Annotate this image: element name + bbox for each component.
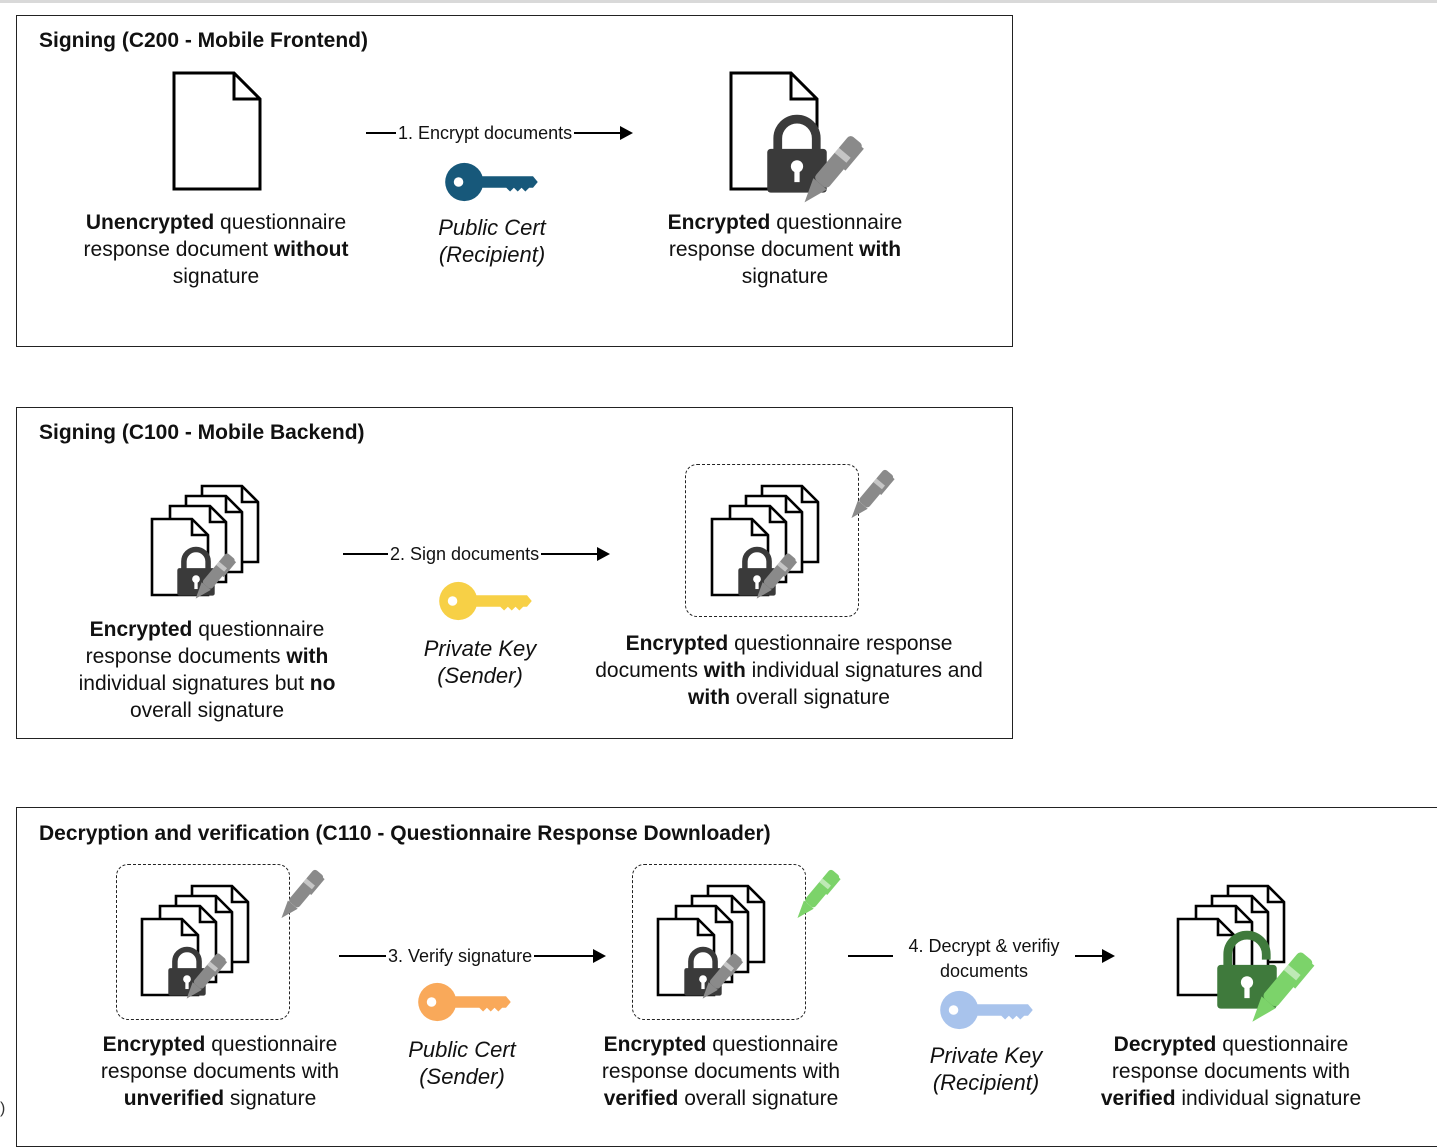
key-label-line2: (Recipient) [932,1070,1040,1095]
step-description: Decrypted questionnaire response documen… [1100,1033,1362,1110]
step-description: Encrypted questionnaire response documen… [100,1033,340,1110]
step-description: Encrypted questionnaire response documen… [667,211,903,288]
arrow-head [597,547,610,561]
panel-title: Signing (C200 - Mobile Frontend) [39,29,368,52]
key-label: Public Cert (Recipient) [412,214,572,268]
pen-icon [692,948,748,1008]
edge-mark: ) [0,1100,6,1117]
pen-icon [746,548,802,608]
key-label: Private Key (Sender) [400,635,560,689]
key-label: Private Key (Recipient) [906,1042,1066,1096]
arrow-head [593,949,606,963]
arrow-head [620,126,633,140]
pen-icon [790,128,870,216]
key-label-line1: Public Cert [438,215,546,240]
pen-icon [1236,944,1322,1036]
signed-bundle-box [116,864,290,1020]
key-label-line1: Private Key [929,1043,1043,1068]
pen-icon [786,864,846,928]
key-label: Public Cert (Sender) [382,1036,542,1090]
verified-bundle-box [632,864,806,1020]
step-description: Encrypted questionnaire response documen… [595,632,983,709]
key-icon [415,981,513,1023]
panel-title: Signing (C100 - Mobile Backend) [39,421,365,444]
document-icon [172,70,262,192]
arrow-label: 2. Sign documents [388,544,542,564]
key-icon [442,161,540,203]
pen-icon [185,548,241,608]
arrow-label: 3. Verify signature [386,946,535,966]
key-label-line1: Public Cert [408,1037,516,1062]
arrow-label: 4. Decrypt & verifiy documents [893,934,1075,984]
arrow-label: 1. Encrypt documents [396,123,575,143]
key-label-line2: (Recipient) [438,242,546,267]
pen-icon [840,464,900,528]
signed-bundle-box [685,464,859,617]
top-divider [0,0,1437,3]
arrow-head [1102,949,1115,963]
step-description: Unencrypted questionnaire response docum… [83,211,349,288]
key-label-line1: Private Key [423,636,537,661]
key-icon [937,989,1035,1031]
step-description: Encrypted questionnaire response documen… [78,618,336,722]
key-label-line2: (Sender) [419,1064,505,1089]
key-label-line2: (Sender) [437,663,523,688]
pen-icon [176,948,232,1008]
key-icon [436,580,534,622]
pen-icon [270,864,330,928]
step-description: Encrypted questionnaire response documen… [601,1033,841,1110]
panel-title: Decryption and verification (C110 - Ques… [39,822,771,845]
